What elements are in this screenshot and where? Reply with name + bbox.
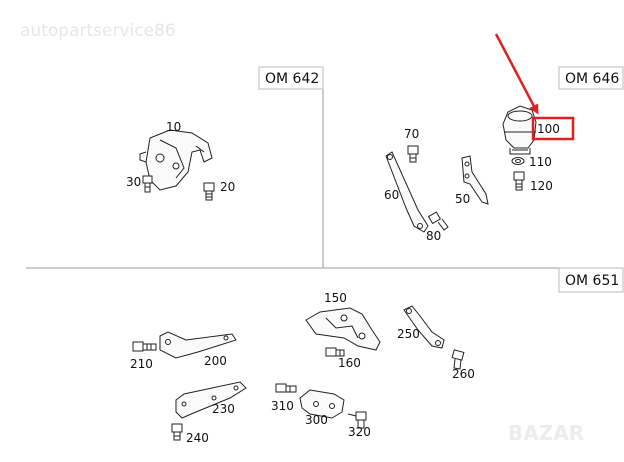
- part-200-strut-bracket: [159, 331, 237, 359]
- callout-200: 200: [204, 354, 227, 368]
- callout-310: 310: [271, 399, 294, 413]
- callout-50: 50: [455, 192, 470, 206]
- callout-10: 10: [166, 120, 181, 134]
- part-240-bolt: [171, 423, 183, 441]
- callout-240: 240: [186, 431, 209, 445]
- part-70-bolt: [407, 145, 419, 163]
- callout-70: 70: [404, 127, 419, 141]
- svg-text:OM 651: OM 651: [565, 273, 619, 289]
- callout-110: 110: [529, 155, 552, 169]
- section-label-om642: OM 642: [258, 66, 324, 90]
- brand-watermark: BAZAR: [508, 421, 584, 445]
- callout-30: 30: [126, 175, 141, 189]
- part-80-bolt: [427, 211, 449, 231]
- section-label-om651: OM 651: [558, 267, 624, 293]
- part-230-bracket-plate: [175, 381, 247, 419]
- part-260-bolt: [451, 349, 465, 370]
- part-320-bolt: [347, 411, 367, 429]
- callout-60: 60: [384, 188, 399, 202]
- highlight-arrow: [494, 33, 539, 115]
- part-250-link-arm: [403, 305, 445, 349]
- part-310-bolt: [275, 383, 297, 393]
- part-20-bolt: [203, 182, 215, 201]
- callout-320: 320: [348, 425, 371, 439]
- callout-160: 160: [338, 356, 361, 370]
- callout-260: 260: [452, 367, 475, 381]
- part-60-strut: [385, 151, 429, 233]
- callout-300: 300: [305, 413, 328, 427]
- callout-120: 120: [530, 179, 553, 193]
- part-210-bolt: [132, 341, 157, 352]
- svg-text:OM 646: OM 646: [565, 71, 619, 87]
- callout-230: 230: [212, 402, 235, 416]
- section-label-om646: OM 646: [558, 66, 624, 90]
- watermark-text: autopartservice86: [20, 21, 176, 41]
- part-100-engine-mount[interactable]: [502, 105, 537, 155]
- part-300-bracket: [299, 389, 345, 419]
- callout-250: 250: [397, 327, 420, 341]
- callout-210: 210: [130, 357, 153, 371]
- callout-20: 20: [220, 180, 235, 194]
- part-120-bolt: [513, 171, 525, 191]
- part-30-bolt: [142, 175, 153, 193]
- part-50-bracket: [461, 155, 489, 205]
- part-110-nut: [511, 157, 525, 165]
- callout-100: 100: [537, 122, 560, 136]
- callout-150: 150: [324, 291, 347, 305]
- part-150-mount-bracket: [305, 307, 381, 351]
- part-160-bolt: [325, 347, 345, 357]
- callout-80: 80: [426, 229, 441, 243]
- highlight-box: [531, 116, 575, 141]
- svg-text:OM 642: OM 642: [265, 71, 319, 87]
